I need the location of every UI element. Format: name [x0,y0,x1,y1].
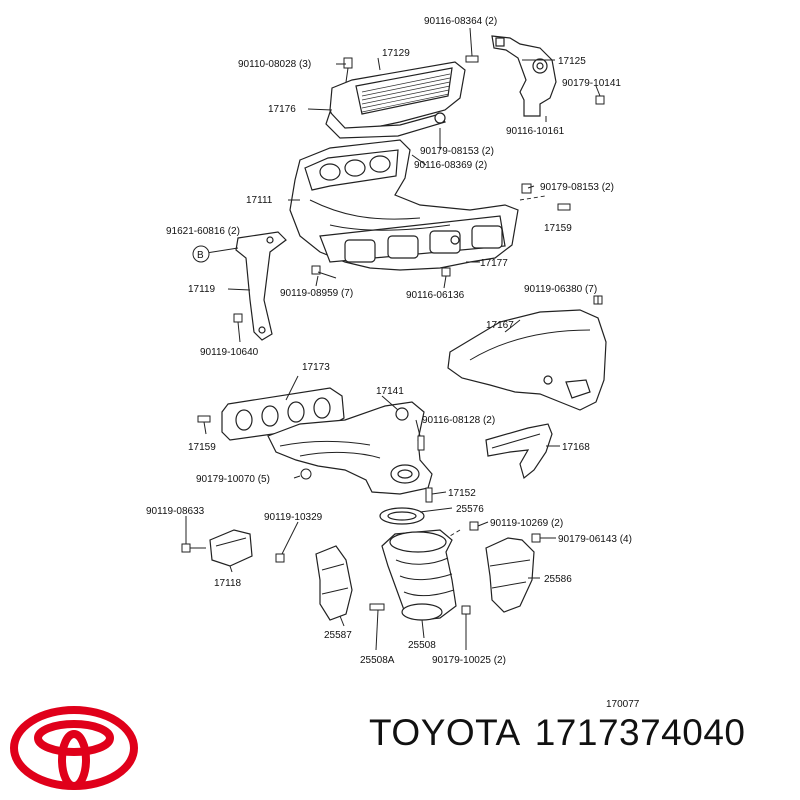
fasteners [181,55,605,615]
part-label: 17119 [188,284,216,295]
part-label: 17152 [448,488,476,499]
part-label: 90179-08153 (2) [420,146,494,157]
bracket-17125-drawing [491,35,557,117]
part-label: 90116-08364 (2) [424,16,497,27]
part-label: 17118 [214,578,242,589]
part-label: 90179-10025 (2) [432,655,506,666]
part-label: 25508A [360,655,395,666]
part-label: 25587 [324,630,352,641]
heat-insulator-17167-drawing [447,309,607,411]
part-label: 17125 [558,56,586,67]
part-label: 90119-10640 [200,347,259,358]
manifold-stay-drawing [235,231,287,341]
part-label: 90110-08028 (3) [238,59,311,70]
toyota-logo-icon [10,706,138,790]
part-label: 25576 [456,504,484,515]
part-label: 17176 [268,104,296,115]
detail-marker-b-label: B [197,250,204,261]
part-label: 90119-10329 [264,512,323,523]
detail-marker-b-icon [192,245,210,263]
part-label: 17159 [544,223,572,234]
part-label: 90119-10269 (2) [490,518,563,529]
part-label: 90179-06143 (4) [558,534,632,545]
brand-name: TOYOTA [369,712,521,753]
part-label: 90179-10070 (5) [196,474,270,485]
part-labels: 90116-08364 (2) 17129 17125 90110-08028 … [146,16,640,710]
part-label: 90179-08153 (2) [540,182,614,193]
part-label: 90116-08128 (2) [422,415,495,426]
part-label: 17168 [562,442,590,453]
leader-lines [185,27,601,651]
intake-plenum-drawing [325,61,466,139]
part-label: 90119-08959 (7) [280,288,353,299]
part-label: 17129 [382,48,410,59]
part-label: 90116-10161 [506,126,565,137]
part-label: 90179-10141 [562,78,621,89]
heat-insulator-17168-drawing [485,423,553,480]
heat-insulator-25586-drawing [485,537,535,613]
part-label: 17177 [480,258,508,269]
part-label: 25586 [544,574,572,585]
part-label: 17159 [188,442,216,453]
diagram-reference-number: 170077 [606,699,640,710]
part-number: 1717374040 [534,712,746,753]
intake-manifold-drawing [289,139,519,271]
part-label: 90119-08633 [146,506,205,517]
part-label: 90116-06136 [406,290,465,301]
part-label: 17111 [246,195,273,206]
heat-insulator-25587-drawing [315,545,353,621]
exhaust-pipe-drawing [381,529,457,621]
part-label: 90119-06380 (7) [524,284,597,295]
gasket-25576-drawing [379,507,425,525]
part-label: 25508 [408,640,436,651]
part-label: 17141 [376,386,404,397]
part-label: 17173 [302,362,330,373]
part-label: 17167 [486,320,514,331]
part-label: 91621-60816 (2) [166,226,240,237]
bracket-17118-drawing [209,529,253,567]
part-label: 90116-08369 (2) [414,160,487,171]
exhaust-manifold-drawing [267,401,433,495]
brand-part-number: TOYOTA 1717374040 [369,712,760,754]
